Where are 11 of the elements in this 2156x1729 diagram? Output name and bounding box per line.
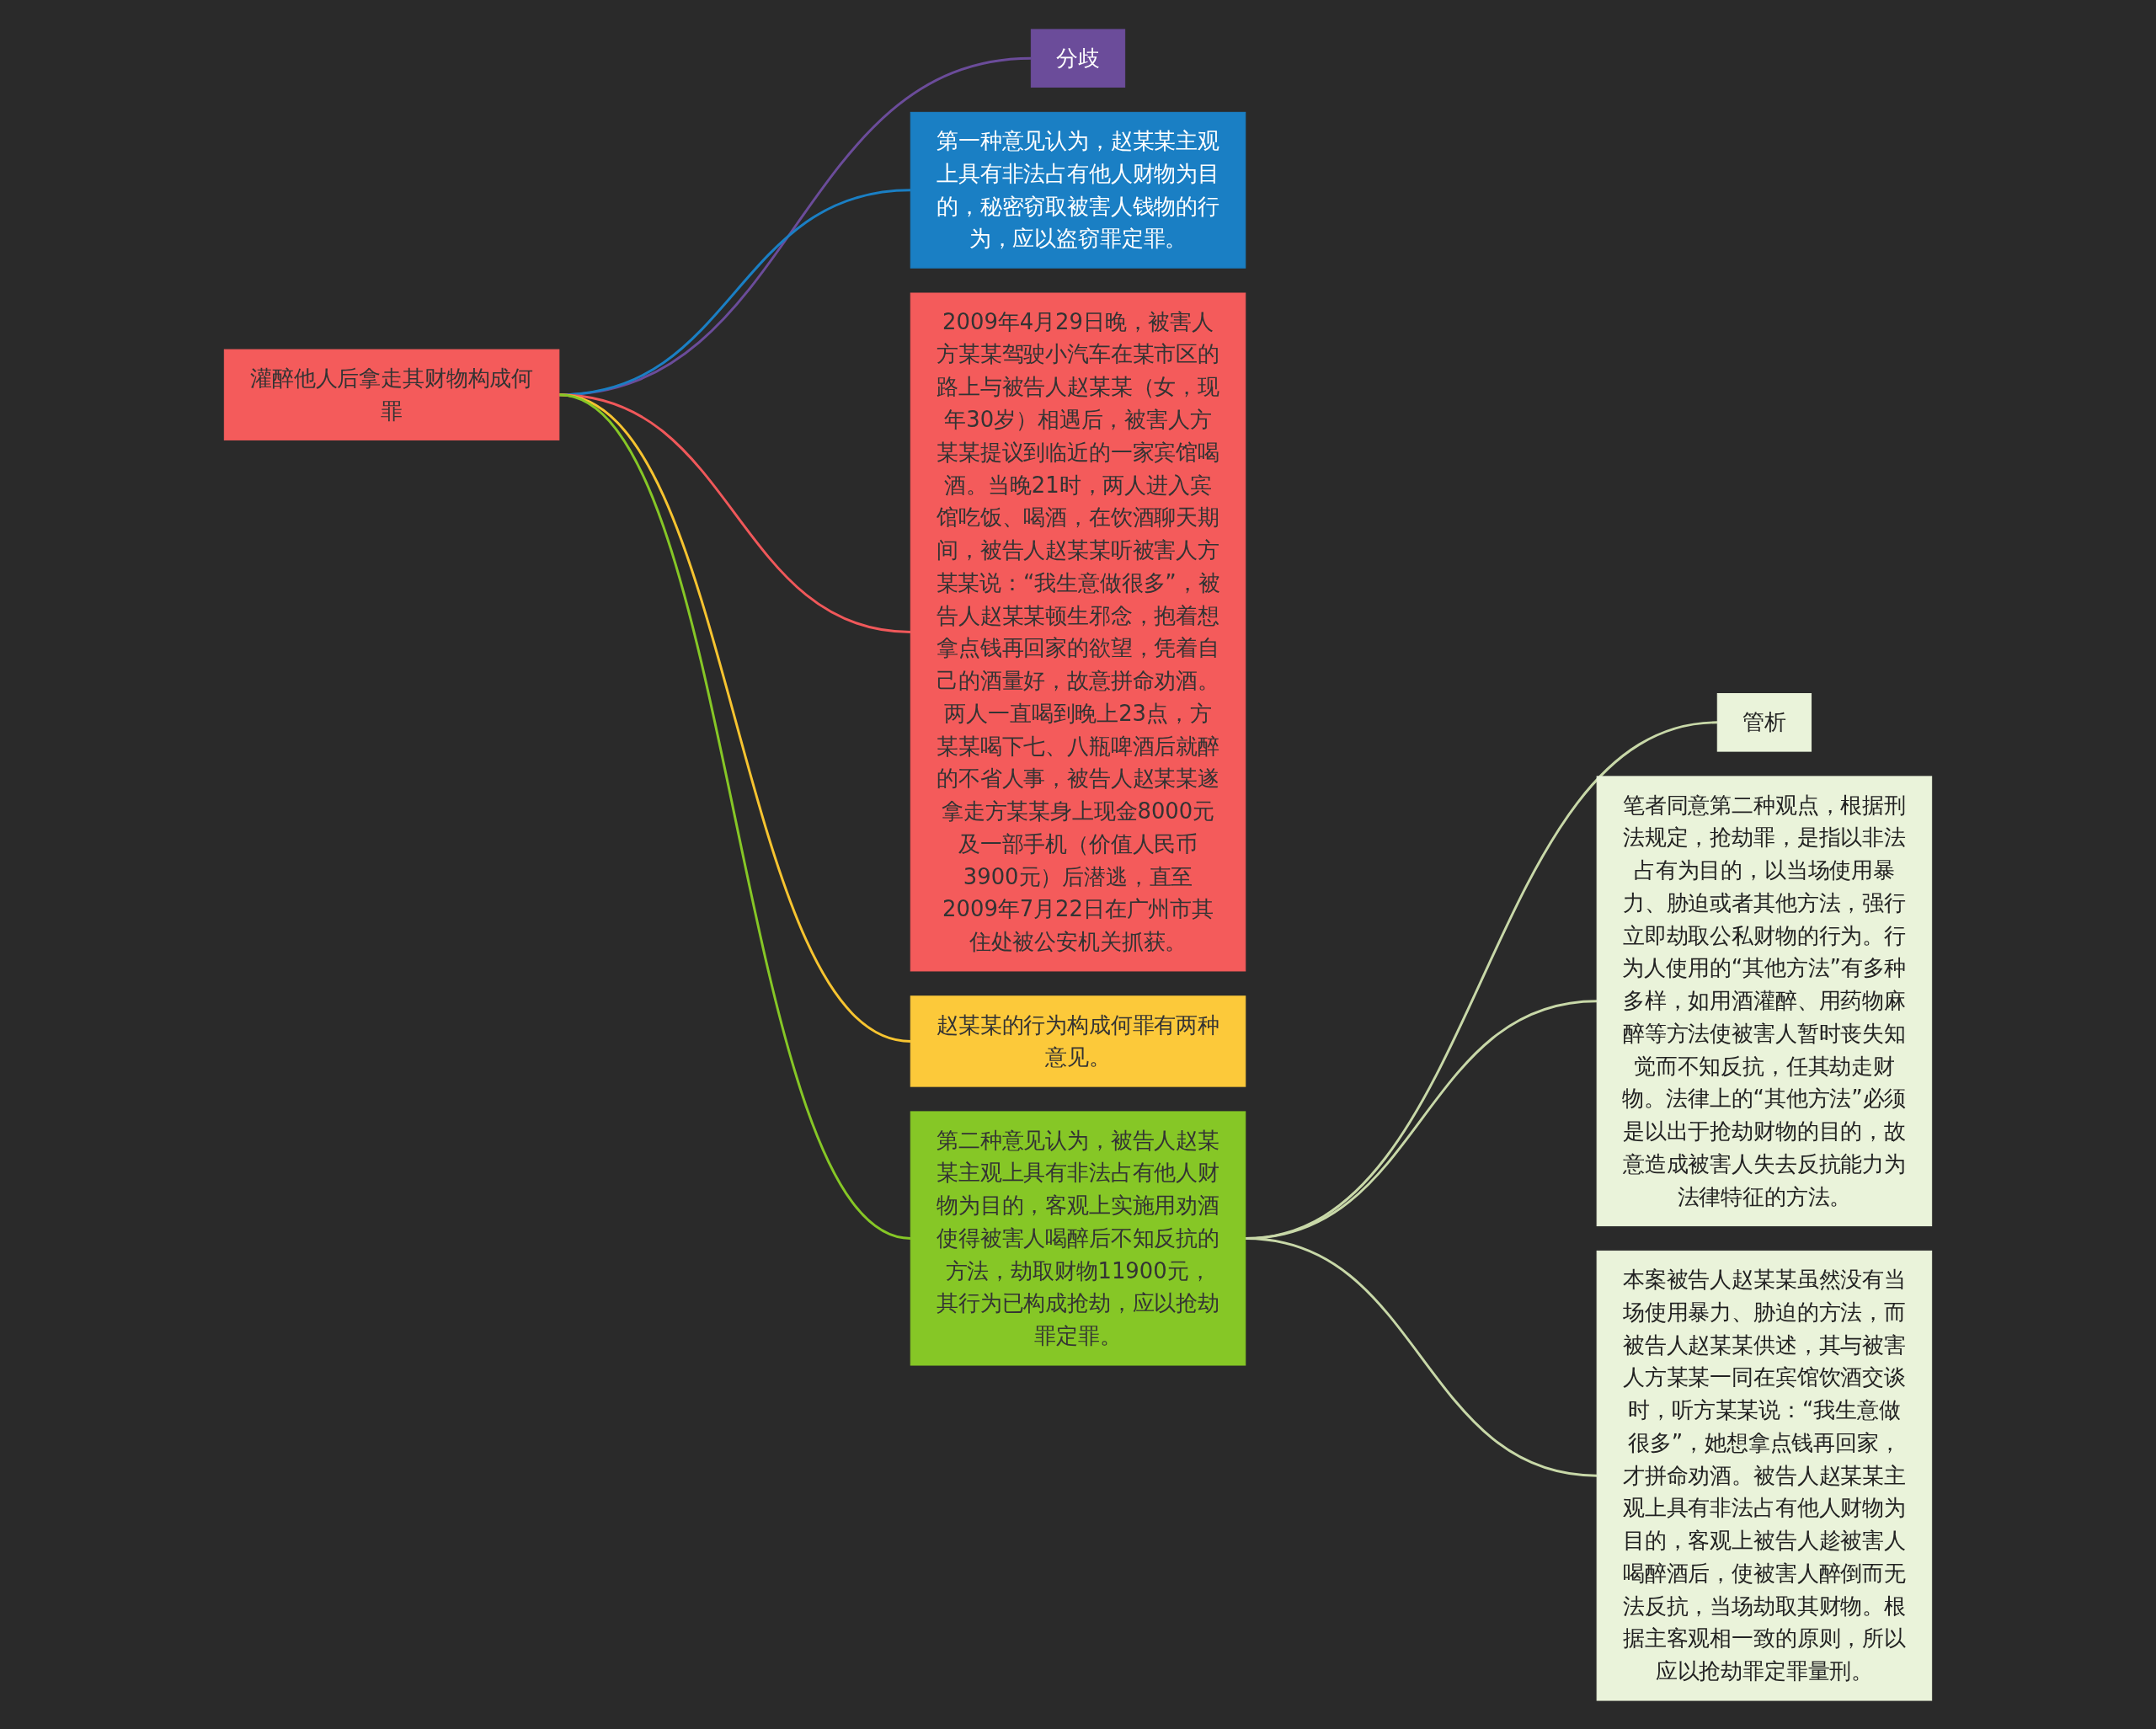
topic-box: 本案被告人赵某某虽然没有当场使用暴力、胁迫的方法，而被告人赵某某供述，其与被害人方某某一同在宾馆饮酒交谈时，听方某某说：“我生意做很多”，她想拿点钱再回家，才拼命劝酒。被告人赵某某主观上具有非法占有他人财物为目的，客观上被告人趁被害人喝醉酒后，使被害人醉倒而无法反抗，当场劫取其财物。根据主客观相一致的原则，所以应以抢劫罪定罪量刑。 <box>1596 1250 1933 1701</box>
topic-box: 管析 <box>1716 692 1812 752</box>
topic-box: 灌醉他人后拿走其财物构成何罪 <box>223 349 560 440</box>
topic-box: 第二种意见认为，被告人赵某某主观上具有非法占有他人财物为目的，客观上实施用劝酒使得被害人喝醉后不知反抗的方法，劫取财物11900元，其行为已构成抢劫，应以抢劫罪定罪。 <box>910 1110 1246 1366</box>
topic-box: 第一种意见认为，赵某某主观上具有非法占有他人财物为目的，秘密窃取被害人钱物的行为，应以盗窃罪定罪。 <box>910 111 1246 269</box>
topic-box: 2009年4月29日晚，被害人方某某驾驶小汽车在某市区的路上与被告人赵某某（女，现年30岁）相遇后，被害人方某某提议到临近的一家宾馆喝酒。当晚21时，两人进入宾馆吃饭、喝酒，在饮酒聊天期间，被告人赵某某听被害人方某某说：“我生意做很多”，被告人赵某某顿生邪念，抱着想拿点钱再回家的欲望，凭着自己的酒量好，故意拼命劝酒。两人一直喝到晚上23点，方某某喝下七、八瓶啤酒后就醉的不省人事，被告人赵某某遂拿走方某某身上现金8000元及一部手机（价值人民币3900元）后潜逃，直至2009年7月22日在广州市其住处被公安机关抓获。 <box>910 292 1246 971</box>
topic-box: 笔者同意第二种观点，根据刑法规定，抢劫罪，是指以非法占有为目的，以当场使用暴力、胁迫或者其他方法，强行立即劫取公私财物的行为。行为人使用的“其他方法”有多种多样，如用酒灌醉、用药物麻醉等方法使被害人暂时丧失知觉而不知反抗，任其劫走财物。法律上的“其他方法”必须是以出于抢劫财物的目的，故意造成被害人失去反抗能力为法律特征的方法。 <box>1596 775 1933 1226</box>
topic-box: 赵某某的行为构成何罪有两种意见。 <box>910 995 1246 1087</box>
connector-line <box>558 392 911 1240</box>
connector-line <box>1245 1236 1598 1477</box>
topic-box: 分歧 <box>1030 28 1126 88</box>
